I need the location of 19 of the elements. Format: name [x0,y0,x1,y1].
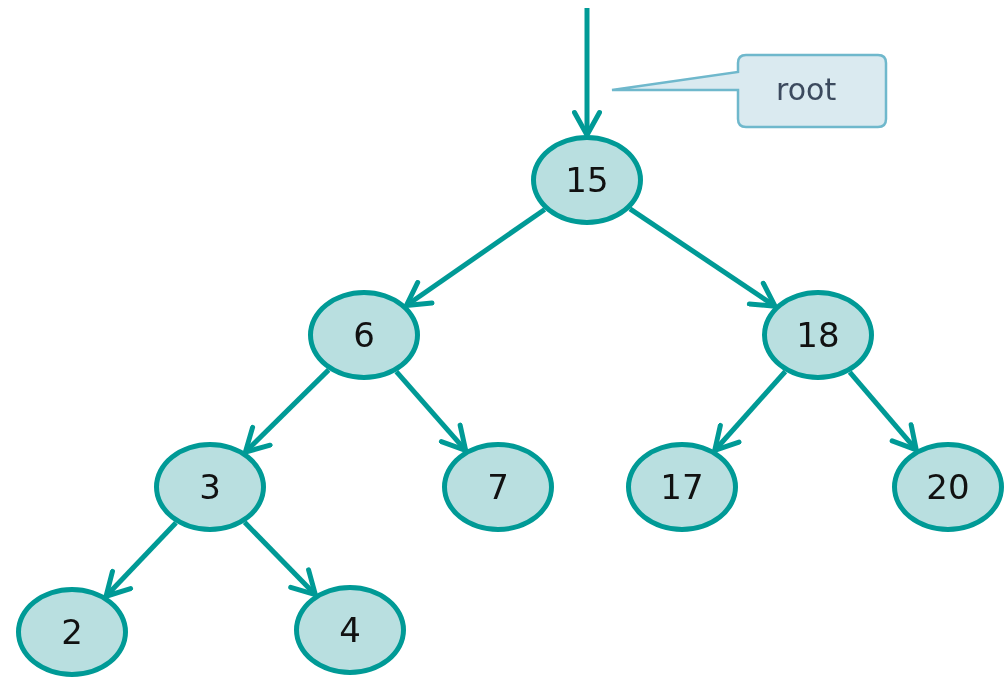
arrow [628,206,778,309]
node-value: 4 [339,610,361,650]
node-value: 17 [660,467,704,507]
node-value: 18 [796,315,840,355]
arrow [242,368,331,455]
node-value: 15 [565,160,609,200]
node-value: 3 [199,467,221,507]
tree-node-ellipse [308,290,420,380]
arrow [403,207,547,309]
arrow [847,370,919,453]
arrow [103,521,178,599]
node-value: 2 [61,612,83,652]
node-value: 7 [487,467,509,507]
callout-label: root [776,72,837,107]
arrow [712,369,788,453]
node-value: 6 [353,315,375,355]
node-value: 20 [926,467,970,507]
arrow [242,520,318,598]
arrow [394,370,469,453]
